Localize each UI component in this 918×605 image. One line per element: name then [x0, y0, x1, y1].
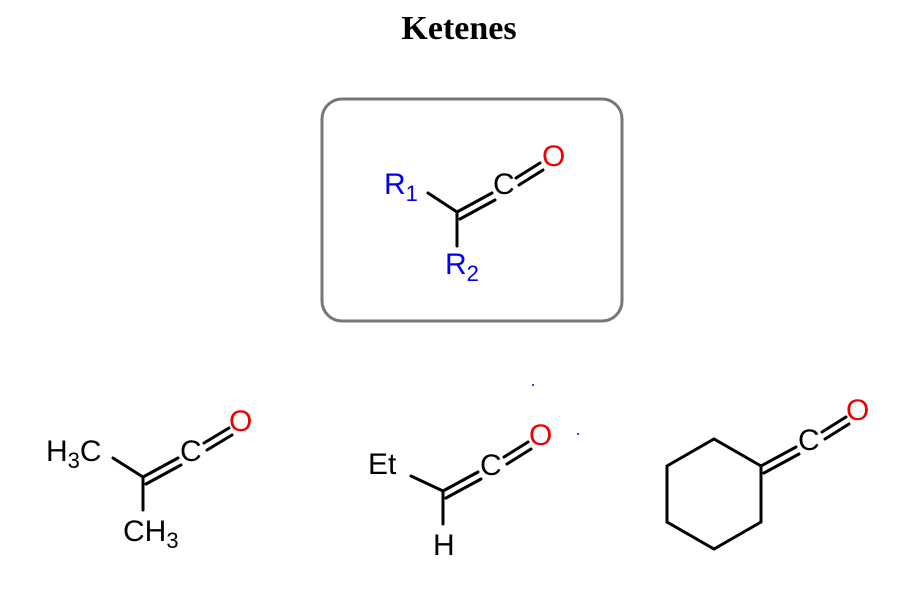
hydrogen-label: H: [433, 529, 455, 562]
cc-double-bond-1: [441, 470, 480, 493]
carbon-label: C: [180, 435, 202, 468]
ethyl-bond: [409, 474, 445, 493]
carbon-label: C: [493, 168, 515, 201]
methyl1-bond: [111, 456, 145, 479]
cc-double-bond-2: [458, 198, 497, 221]
methyl1-label: H3C: [46, 435, 102, 473]
example-cyclohexylideneketene: C O: [665, 394, 869, 551]
example-dimethylketene: H3C CH3 C O: [46, 405, 252, 553]
general-structure-box: [320, 97, 624, 323]
stray-dot: [532, 384, 534, 386]
cc-double-bond-1: [141, 456, 180, 479]
co-double-bond-1: [820, 415, 848, 434]
co-double-bond-1: [514, 161, 542, 180]
co-double-bond-1: [502, 440, 530, 459]
r2-label: R2: [445, 248, 479, 286]
cyclohexane-ring: [665, 437, 763, 551]
cc-double-bond-2: [762, 452, 801, 475]
co-double-bond-2: [205, 433, 234, 452]
carbon-label: C: [480, 449, 502, 482]
oxygen-label: O: [846, 394, 869, 427]
cc-double-bond-1: [759, 445, 798, 468]
page-title: Ketenes: [401, 10, 517, 47]
co-double-bond-2: [505, 447, 533, 466]
r1-bond: [426, 191, 459, 214]
oxygen-label: O: [229, 405, 252, 438]
co-double-bond-2: [517, 168, 545, 187]
r1-label: R1: [384, 168, 418, 206]
co-double-bond-2: [823, 422, 851, 441]
oxygen-label: O: [529, 419, 552, 452]
carbon-label: C: [798, 424, 820, 457]
cc-double-bond-1: [455, 191, 494, 214]
ethyl-label: Et: [368, 448, 397, 481]
cc-double-bond-2: [444, 477, 483, 500]
co-double-bond-1: [202, 426, 231, 445]
stray-dot: [577, 433, 579, 435]
example-ethylketene: Et H C O: [368, 419, 552, 562]
oxygen-label: O: [542, 140, 565, 173]
general-ketene-structure: R1 R2 C O: [384, 140, 565, 286]
methyl2-label: CH3: [123, 515, 179, 553]
cc-double-bond-2: [144, 463, 183, 486]
